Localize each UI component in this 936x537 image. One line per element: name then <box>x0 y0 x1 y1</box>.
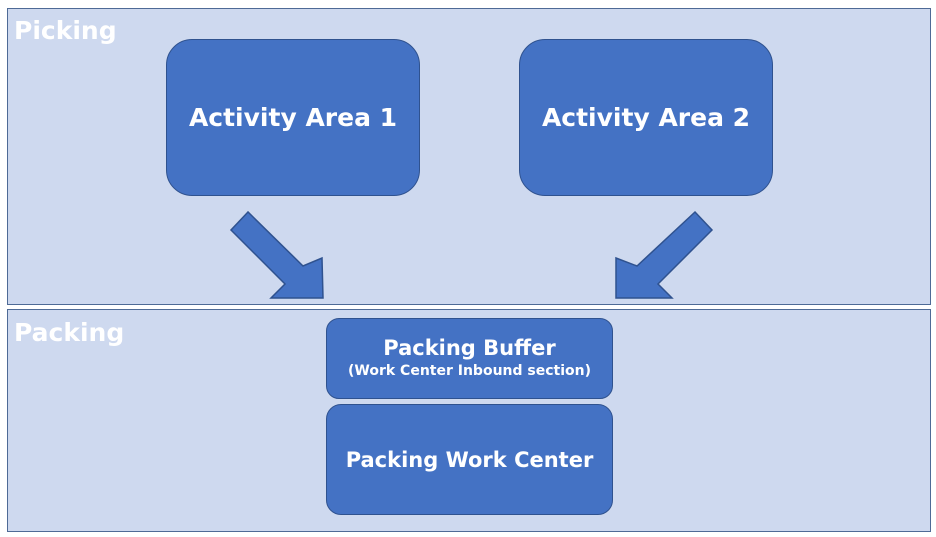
packing-work-center-label: Packing Work Center <box>345 447 594 472</box>
picking-zone: Picking <box>7 8 931 305</box>
packing-buffer-subtitle: (Work Center Inbound section) <box>348 363 591 380</box>
activity-area-2-label: Activity Area 2 <box>541 103 751 132</box>
activity-area-2-box: Activity Area 2 <box>519 39 773 196</box>
packing-buffer-box: Packing Buffer (Work Center Inbound sect… <box>326 318 613 399</box>
packing-zone-label: Packing <box>14 318 125 347</box>
activity-area-1-box: Activity Area 1 <box>166 39 420 196</box>
activity-area-1-label: Activity Area 1 <box>188 103 398 132</box>
packing-buffer-title: Packing Buffer <box>383 335 556 360</box>
packing-work-center-box: Packing Work Center <box>326 404 613 515</box>
picking-zone-label: Picking <box>14 16 117 45</box>
